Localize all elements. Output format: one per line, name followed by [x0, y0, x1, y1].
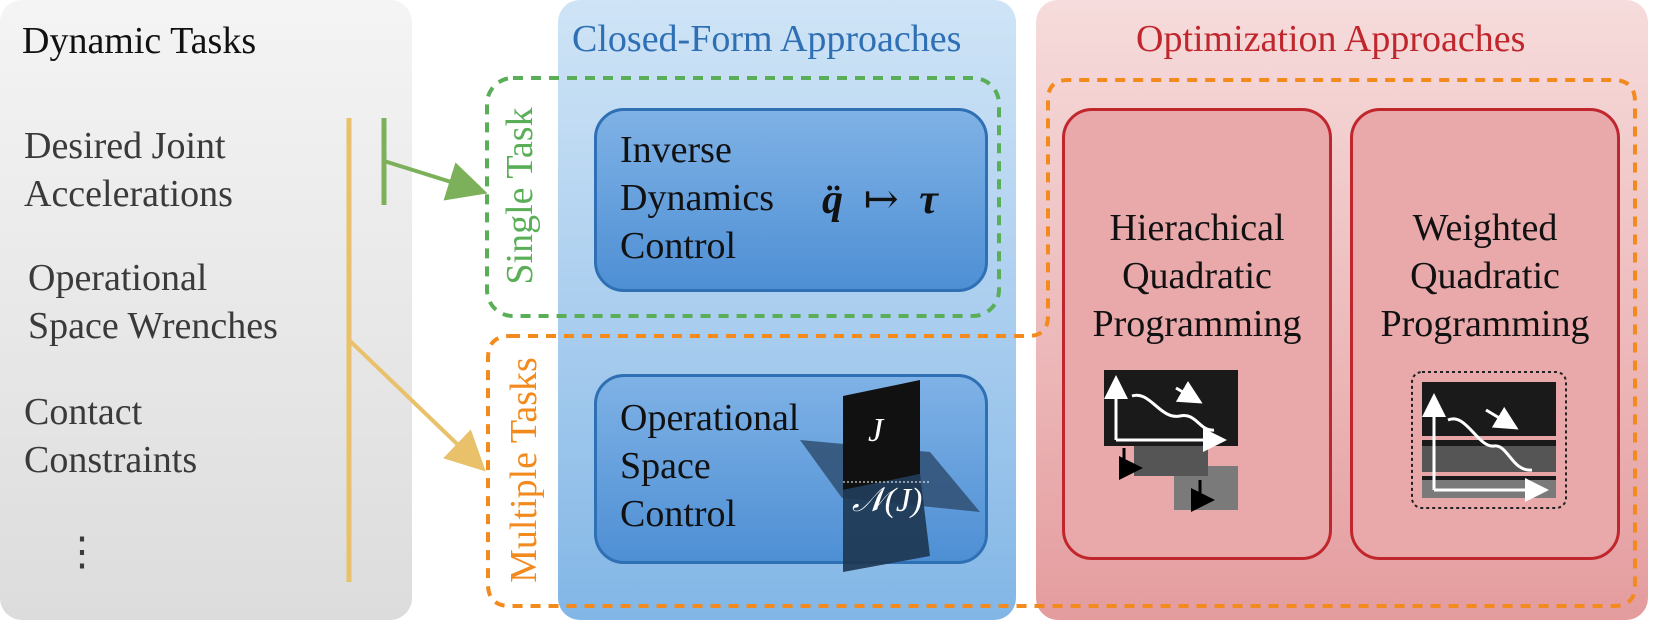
task-item-line: Accelerations	[24, 173, 233, 215]
task-item-operational-wrenches: Operational Space Wrenches	[28, 254, 278, 350]
multiple-tasks-label: Multiple Tasks	[503, 357, 545, 583]
task-item-line: Contact	[24, 391, 143, 433]
optimization-title: Optimization Approaches	[1136, 18, 1526, 60]
task-item-contact-constraints: Contact Constraints	[24, 388, 197, 484]
box-line: Dynamics	[620, 177, 775, 219]
task-item-line: Space Wrenches	[28, 305, 278, 347]
torque-symbol: τ	[919, 177, 938, 223]
operational-space-label: Operational Space Control	[620, 394, 799, 538]
single-task-label: Single Task	[499, 107, 541, 285]
single-task-region	[485, 76, 1001, 318]
multiple-tasks-arrow	[347, 338, 486, 472]
nullspace-planes-icon	[800, 380, 980, 572]
jacobian-label: J	[868, 412, 884, 449]
hierarchical-stack-icon	[1104, 370, 1238, 512]
inverse-dynamics-box	[594, 108, 988, 292]
task-item-line: Desired Joint	[24, 125, 226, 167]
box-line: Weighted	[1412, 207, 1558, 249]
multiple-tasks-region	[486, 78, 1637, 608]
box-line: Control	[620, 493, 737, 535]
single-task-arrow	[383, 159, 488, 201]
box-line: Programming	[1380, 303, 1590, 345]
box-line: Space	[620, 445, 711, 487]
box-line: Quadratic	[1410, 255, 1560, 297]
weighted-plot-icon	[1411, 371, 1567, 509]
hierarchical-qp-label: Hierachical Quadratic Programming	[1062, 204, 1332, 348]
box-line: Quadratic	[1122, 255, 1272, 297]
closed-form-title: Closed-Form Approaches	[572, 18, 962, 60]
task-item-line: Operational	[28, 257, 208, 299]
more-tasks-ellipsis: ⋮	[62, 529, 102, 574]
joint-acceleration-symbol: q̈	[822, 177, 843, 223]
inverse-dynamics-label: Inverse Dynamics Control	[620, 126, 774, 270]
box-line: Programming	[1092, 303, 1302, 345]
weighted-qp-label: Weighted Quadratic Programming	[1350, 204, 1620, 348]
dynamic-tasks-panel	[0, 0, 412, 620]
box-line: Operational	[620, 397, 800, 439]
nullspace-label: 𝒩(J)	[852, 482, 923, 519]
box-line: Hierachical	[1109, 207, 1285, 249]
task-item-line: Constraints	[24, 439, 198, 481]
box-line: Control	[620, 225, 737, 267]
dynamic-tasks-title: Dynamic Tasks	[22, 20, 257, 62]
maps-to-arrow: ↦	[863, 177, 899, 223]
box-line: Inverse	[620, 129, 732, 171]
inverse-dynamics-formula: q̈ ↦ τ	[822, 176, 938, 224]
task-item-joint-accelerations: Desired Joint Accelerations	[24, 122, 233, 218]
